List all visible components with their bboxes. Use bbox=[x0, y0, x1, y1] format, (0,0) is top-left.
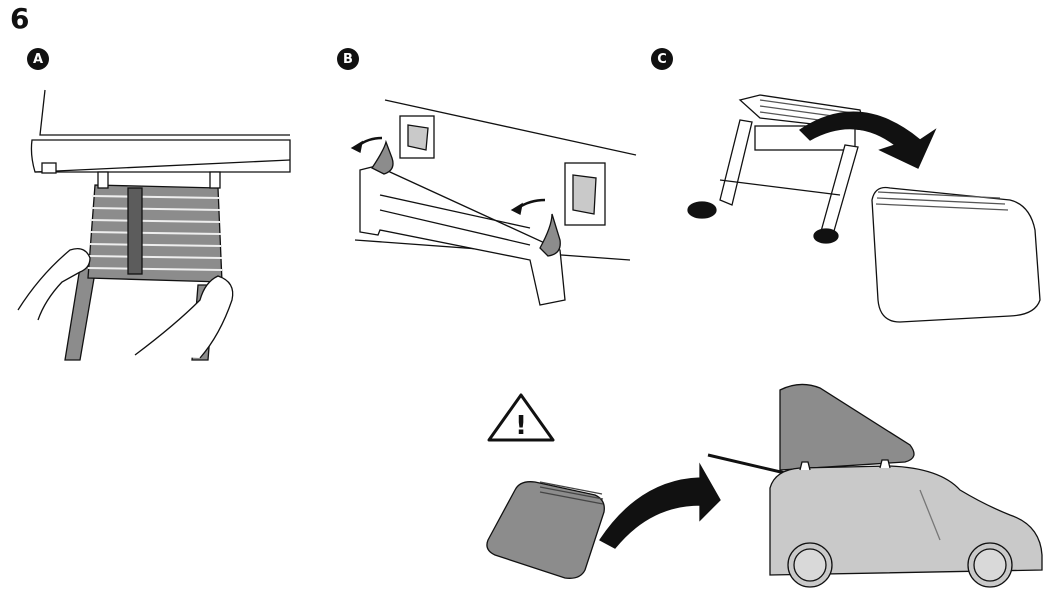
warning-symbol: ! bbox=[515, 411, 527, 441]
panel-label-a: A bbox=[27, 48, 49, 70]
panel-label-c: C bbox=[651, 48, 673, 70]
warning-triangle-icon: ! bbox=[487, 393, 555, 442]
stow-covered-ladder-in-car-icon bbox=[486, 383, 1043, 588]
step-number: 6 bbox=[10, 2, 30, 35]
hands-folding-ladder-icon bbox=[17, 89, 291, 361]
panel-label-b: B bbox=[337, 48, 359, 70]
ladder-hooks-into-brackets-icon bbox=[350, 99, 637, 306]
fold-ladder-into-cover-icon bbox=[687, 94, 1041, 323]
